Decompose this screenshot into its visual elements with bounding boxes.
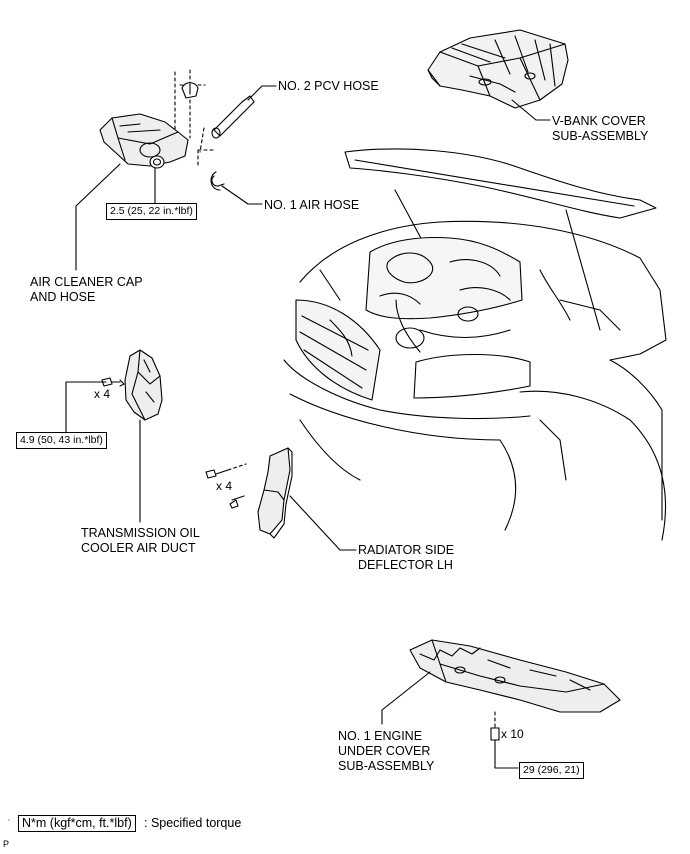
legend-description: : Specified torque [144,816,242,830]
label-under-cover-line2: UNDER COVER [338,744,431,758]
label-trans-duct-line2: COOLER AIR DUCT [81,541,196,555]
torque-box-trans-duct: 4.9 (50, 43 in.*lbf) [16,432,107,449]
label-trans-duct-line1: TRANSMISSION OIL [81,526,200,540]
qty-radiator-deflector: x 4 [216,479,233,493]
qty-under-cover: x 10 [501,727,524,741]
under-cover-drawing [409,639,621,741]
radiator-deflector-drawing [205,447,293,539]
label-radiator-line1: RADIATOR SIDE [358,543,455,557]
trans-duct-drawing [101,349,163,421]
under-cover-leader [381,671,431,725]
pcv-leader [247,85,277,101]
trans-torque-leader [65,381,107,433]
vehicle-front-drawing [283,148,667,541]
legend-torque-unit-box: N*m (kgf*cm, ft.*lbf) [18,815,136,832]
radiator-leader [289,495,357,551]
label-air-cleaner-line1: AIR CLEANER CAP [30,275,143,289]
corner-mark: P [3,839,10,849]
vbank-leader [511,99,551,121]
air-cleaner-leader [75,163,121,271]
air-cleaner-drawing [99,69,255,191]
vbank-cover-drawing [427,29,569,109]
label-under-cover-line1: NO. 1 ENGINE [338,729,423,743]
label-vbank-cover-line2: SUB-ASSEMBLY [552,129,649,143]
under-torque-leader [494,739,519,769]
air-hose-leader [221,185,263,205]
label-radiator-line2: DEFLECTOR LH [358,558,453,572]
label-vbank-cover-line1: V-BANK COVER [552,114,646,128]
label-under-cover-line3: SUB-ASSEMBLY [338,759,435,773]
torque-box-under-cover: 29 (296, 21) [519,762,584,779]
label-no1-air-hose: NO. 1 AIR HOSE [264,198,360,212]
label-air-cleaner-line2: AND HOSE [30,290,96,304]
torque-box-air-cleaner: 2.5 (25, 22 in.*lbf) [106,203,197,220]
qty-trans-duct: x 4 [94,387,111,401]
label-no2-pcv-hose: NO. 2 PCV HOSE [278,79,379,93]
